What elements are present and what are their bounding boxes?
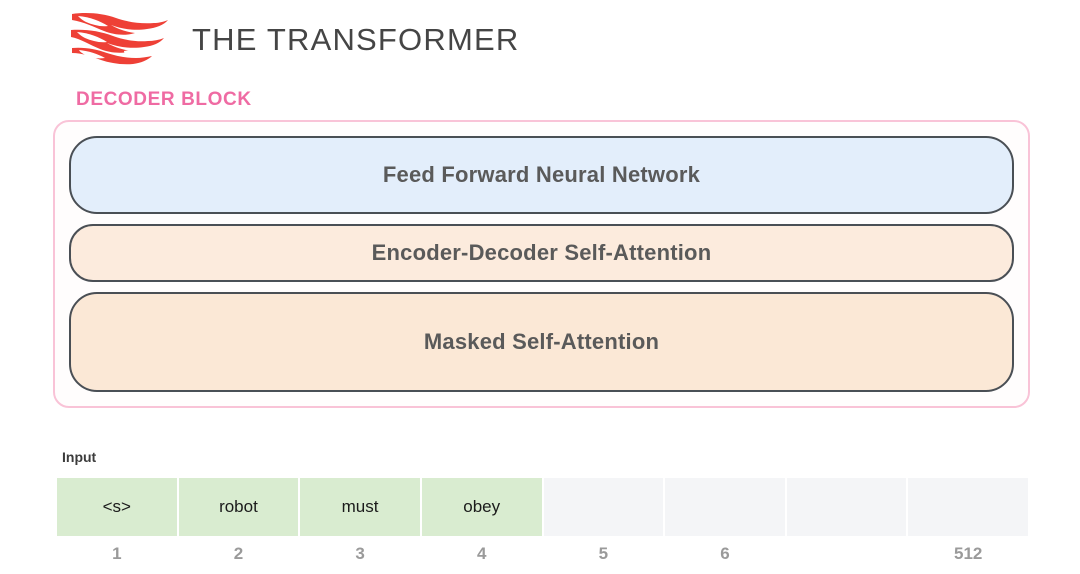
input-token-cell[interactable] bbox=[543, 478, 664, 536]
input-token-cell[interactable] bbox=[665, 478, 785, 536]
input-token-cell[interactable]: robot bbox=[178, 478, 299, 536]
layer-label: Feed Forward Neural Network bbox=[382, 162, 701, 187]
layer-masked-self-attention[interactable]: Masked Self-Attention bbox=[69, 292, 1014, 392]
flame-logo-icon bbox=[68, 10, 174, 68]
input-index-label: 4 bbox=[476, 544, 487, 563]
layer-encoder-decoder-self-attention[interactable]: Encoder-Decoder Self-Attention bbox=[69, 224, 1014, 282]
layer-label: Encoder-Decoder Self-Attention bbox=[371, 240, 712, 265]
brand-header: THE TRANSFORMER bbox=[68, 10, 519, 68]
page-title: THE TRANSFORMER bbox=[192, 21, 520, 57]
input-label: Input bbox=[62, 449, 97, 465]
input-index-label: 6 bbox=[720, 544, 730, 563]
input-token-cell[interactable] bbox=[908, 478, 1028, 536]
input-index-label bbox=[787, 540, 907, 568]
input-token-cell[interactable]: must bbox=[300, 478, 420, 536]
input-index-row: 1 2 3 4 5 6 512 bbox=[57, 540, 1028, 568]
input-index-label: 3 bbox=[355, 544, 365, 563]
input-token-row: <s> robot must obey bbox=[57, 478, 1028, 536]
decoder-layer-stack: Feed Forward Neural Network Encoder-Deco… bbox=[69, 136, 1014, 392]
input-index-label: 512 bbox=[954, 544, 983, 563]
input-token-cell[interactable]: obey bbox=[421, 478, 542, 536]
input-index-label: 2 bbox=[233, 544, 244, 563]
layer-feed-forward-neural-network[interactable]: Feed Forward Neural Network bbox=[69, 136, 1014, 214]
input-index-label: 5 bbox=[598, 544, 609, 563]
input-token-cell[interactable] bbox=[786, 478, 907, 536]
input-index-label: 1 bbox=[112, 544, 122, 563]
layer-label: Masked Self-Attention bbox=[423, 329, 660, 354]
decoder-block-container: Feed Forward Neural Network Encoder-Deco… bbox=[53, 120, 1030, 408]
input-token-cell[interactable]: <s> bbox=[57, 478, 177, 536]
decoder-block-label: DECODER BLOCK bbox=[76, 89, 252, 110]
